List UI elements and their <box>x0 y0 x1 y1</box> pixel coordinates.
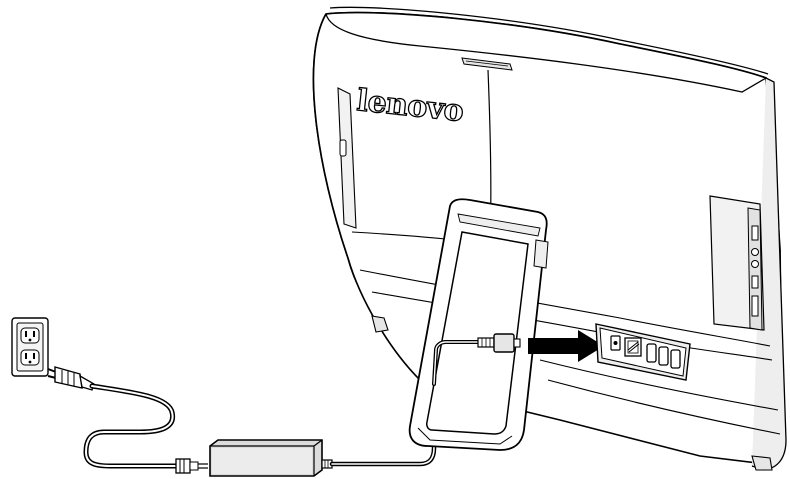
dc-in-port <box>610 335 621 351</box>
dc-cable-through-stand <box>432 340 492 386</box>
usb-port <box>658 346 669 366</box>
side-ports-panel <box>709 195 765 331</box>
ac-inlet-connector <box>175 458 208 474</box>
rear-io-panel <box>595 323 691 381</box>
ac-power-cord <box>83 383 179 469</box>
computer-stand <box>408 198 549 451</box>
wall-outlet <box>11 317 49 377</box>
power-adapter <box>209 439 323 477</box>
dc-power-cable <box>329 407 437 467</box>
usb-port <box>670 349 681 369</box>
wall-plug <box>47 366 95 391</box>
usb-port <box>646 343 657 363</box>
right-arrow-icon <box>528 330 604 362</box>
lan-port <box>624 337 642 357</box>
dc-plug <box>477 333 521 353</box>
